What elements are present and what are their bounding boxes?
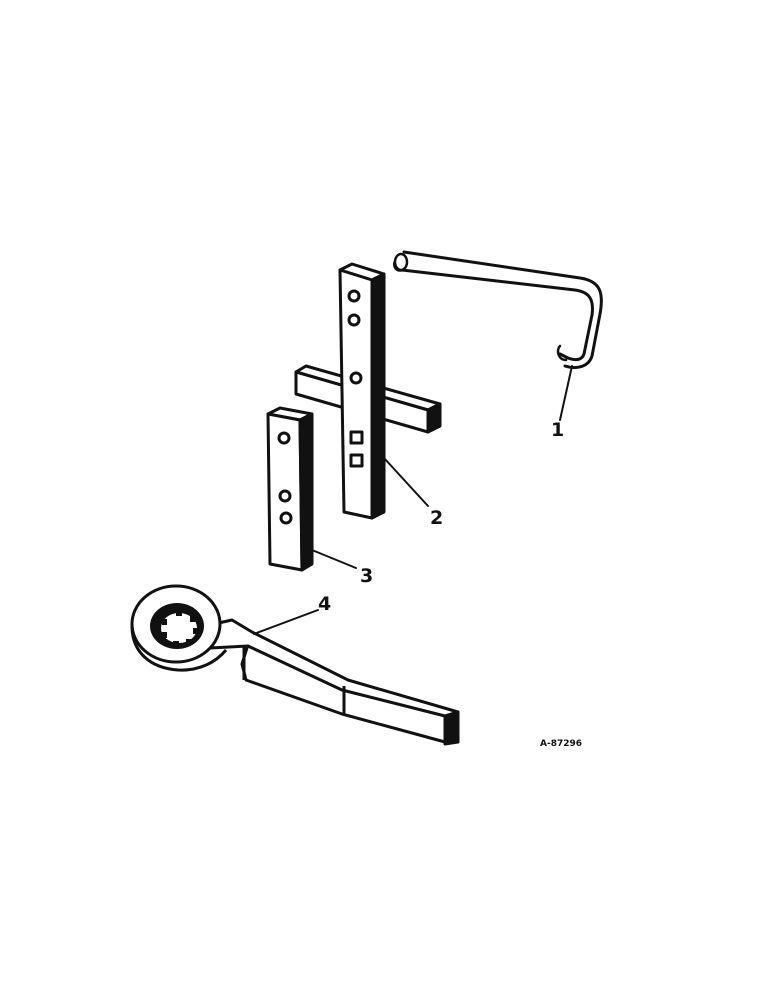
leader-4	[253, 609, 319, 635]
leader-1	[559, 365, 573, 421]
long-bar-icon	[294, 262, 442, 520]
callout-2: 2	[430, 507, 443, 529]
leader-3	[311, 549, 357, 569]
callout-4: 4	[318, 593, 331, 615]
callout-3: 3	[360, 565, 373, 587]
figure-id: A-87296	[540, 739, 582, 749]
leader-lines	[253, 365, 573, 635]
leader-2	[383, 457, 429, 507]
short-plate-icon	[266, 406, 314, 572]
callout-1: 1	[551, 419, 564, 441]
hook-rod-icon	[393, 250, 603, 370]
ring-wrench-icon	[130, 584, 460, 746]
